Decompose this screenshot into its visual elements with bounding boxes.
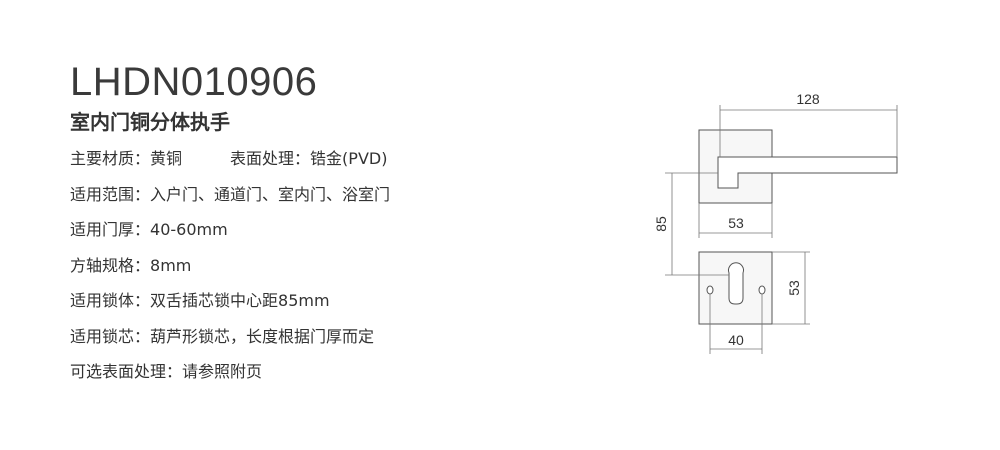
spec-list: 主要材质：黄铜 表面处理：锆金(PVD) 适用范围：入户门、通道门、室内门、浴室门… [70,146,390,395]
dim-escutcheon-height: 53 [786,280,802,296]
spec-cylinder: 适用锁芯：葫芦形锁芯，长度根据门厚而定 [70,324,390,360]
dim-rose-width: 53 [728,215,744,231]
spec-value: 双舌插芯锁中心距85mm [150,291,330,310]
spec-value: 黄铜 [150,149,183,168]
spec-value: 入户门、通道门、室内门、浴室门 [150,184,391,204]
spec-label: 主要材质： [70,149,151,168]
screw-hole-left [706,285,714,295]
spec-finish-label: 表面处理： [230,149,311,168]
spec-value: 8mm [150,255,192,275]
product-name: 室内门铜分体执手 [70,110,230,134]
dim-handle-length: 128 [796,91,820,107]
spec-door-thickness: 适用门厚：40-60mm [70,217,390,253]
spec-optional-finish: 可选表面处理：请参照附页 [70,359,390,395]
spec-value: 请参照附页 [182,362,263,381]
screw-hole-right [758,285,766,295]
model-number: LHDN010906 [70,60,318,104]
spec-application: 适用范围：入户门、通道门、室内门、浴室门 [70,182,390,218]
keyhole-icon [728,262,744,305]
spec-label: 适用门厚： [70,220,151,239]
spec-label: 可选表面处理： [70,362,183,381]
spec-label: 适用锁体： [70,291,151,310]
spec-finish-value: 锆金(PVD) [310,149,388,168]
dim-hole-spacing: 40 [728,332,744,348]
technical-drawing: 128 53 85 53 40 [653,91,898,354]
dim-center-distance: 85 [653,216,669,232]
spec-label: 适用锁芯： [70,326,151,346]
spec-value: 40-60mm [150,220,228,239]
spec-lock-body: 适用锁体：双舌插芯锁中心距85mm [70,288,390,324]
spec-value: 葫芦形锁芯，长度根据门厚而定 [150,326,375,346]
spec-material: 主要材质：黄铜 表面处理：锆金(PVD) [70,146,390,182]
spec-spindle: 方轴规格：8mm [70,253,390,289]
spec-label: 适用范围： [70,184,151,204]
spec-label: 方轴规格： [70,255,151,275]
